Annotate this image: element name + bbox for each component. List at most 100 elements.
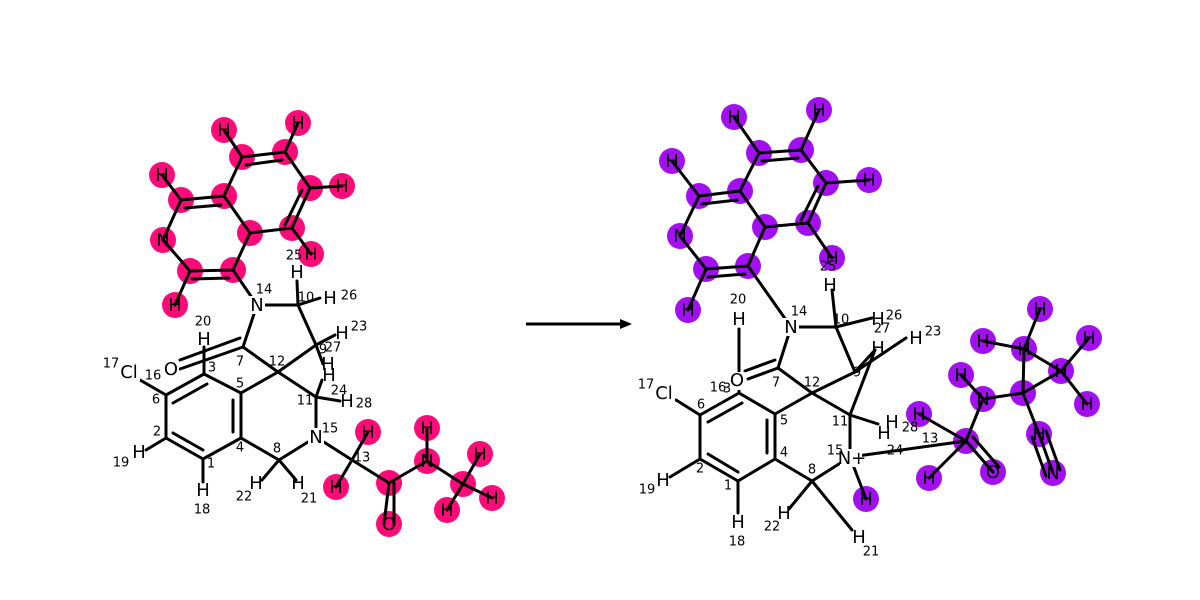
bond-line <box>314 378 324 399</box>
atom-label: H <box>291 473 305 494</box>
atom-number: 21 <box>301 492 318 507</box>
bond-line <box>732 115 761 155</box>
bond-line <box>746 225 767 268</box>
bond-line <box>314 395 342 403</box>
atom-label: H <box>249 473 263 494</box>
bond-line <box>697 189 742 198</box>
bond-line <box>178 336 242 362</box>
atom-number: 22 <box>236 490 253 505</box>
bond-line <box>222 194 252 235</box>
atom-label: H <box>731 512 745 533</box>
bond-line <box>760 156 800 163</box>
bond-line <box>201 436 243 461</box>
atom-label: H <box>871 338 885 359</box>
atom-number: 15 <box>322 422 339 437</box>
atom-number: 26 <box>886 309 903 324</box>
bond-line <box>799 108 821 152</box>
atom-label: O <box>382 514 396 535</box>
atom-number: 4 <box>236 441 244 456</box>
atom-label: H <box>877 423 891 444</box>
bond-line <box>202 372 243 395</box>
atom-label: H <box>340 391 354 412</box>
atom-label: H <box>304 244 318 265</box>
atom-label: H <box>440 500 454 521</box>
bond-line <box>290 186 312 230</box>
atom-label: N <box>309 427 322 448</box>
atom-label: H <box>335 176 349 197</box>
bond-line <box>810 370 857 395</box>
bond-line <box>736 457 777 483</box>
atom-number: 8 <box>273 442 281 457</box>
bond-line <box>231 231 252 272</box>
atom-number: 10 <box>298 291 315 306</box>
atom-label: H <box>825 248 839 269</box>
atom-number: 1 <box>724 479 732 494</box>
atom-label: H <box>1082 328 1096 349</box>
bond-line <box>295 279 300 307</box>
bond-line <box>1037 432 1055 475</box>
bond-line <box>173 269 192 307</box>
atom-number: 9 <box>319 343 327 358</box>
bond-line <box>757 148 803 155</box>
bond-line <box>704 264 750 271</box>
bond-line <box>277 458 298 482</box>
atom-label: O <box>164 359 178 380</box>
atom-label: H <box>197 329 211 350</box>
atom-number: 18 <box>194 503 211 518</box>
bond-line <box>806 181 828 225</box>
bond-line <box>743 358 777 373</box>
bond-line <box>917 412 968 443</box>
bond-line <box>698 457 740 483</box>
atom-number: 2 <box>153 425 161 440</box>
bond-line <box>382 481 391 526</box>
atom-label: H <box>954 365 968 386</box>
atom-number: 4 <box>780 446 788 461</box>
bond-line <box>698 391 741 417</box>
atom-number: 3 <box>208 361 216 376</box>
atom-label: H <box>323 288 337 309</box>
bond-line <box>834 325 857 374</box>
bond-line <box>445 482 465 512</box>
bond-line <box>799 184 820 222</box>
atom-label: H <box>132 442 146 463</box>
atom-number: 2 <box>696 462 704 477</box>
bond-line <box>290 226 313 256</box>
bond-line <box>824 178 871 185</box>
atom-label: N <box>784 317 797 338</box>
atom-label: H <box>420 418 434 439</box>
atom-label: H <box>168 295 182 316</box>
atom-label: H <box>922 468 936 489</box>
atom-number: 1 <box>207 457 215 472</box>
bond-line <box>670 159 701 198</box>
atom-number: 13 <box>354 451 371 466</box>
atom-label: N+ <box>838 448 867 469</box>
atom-number: 7 <box>236 355 244 370</box>
atom-number: 9 <box>853 366 861 381</box>
bond-line <box>161 198 183 242</box>
bond-line <box>853 336 908 374</box>
bond-line <box>810 479 854 532</box>
bond-line <box>787 479 814 511</box>
atom-label: H <box>485 488 499 509</box>
bond-line <box>239 370 280 395</box>
atom-label: N <box>976 389 989 410</box>
atom-label: H <box>871 309 885 330</box>
atom-number: 6 <box>152 393 160 408</box>
bond-line <box>678 234 708 271</box>
atom-label: H <box>361 422 375 443</box>
atom-number: 28 <box>356 397 373 412</box>
bond-line <box>350 458 391 485</box>
atom-label: H <box>665 151 679 172</box>
atom-label: O <box>730 370 744 391</box>
bond-line <box>737 391 777 416</box>
atom-label: H <box>322 365 336 386</box>
bond-line <box>248 226 294 235</box>
bond-line <box>188 268 235 273</box>
atom-number: 17 <box>103 357 120 372</box>
atom-label: H <box>681 300 695 321</box>
bond-line <box>276 343 318 374</box>
bond-line <box>668 457 702 479</box>
atom-number: 25 <box>820 260 837 275</box>
atom-number: 27 <box>325 341 342 356</box>
atom-label: H <box>909 328 923 349</box>
